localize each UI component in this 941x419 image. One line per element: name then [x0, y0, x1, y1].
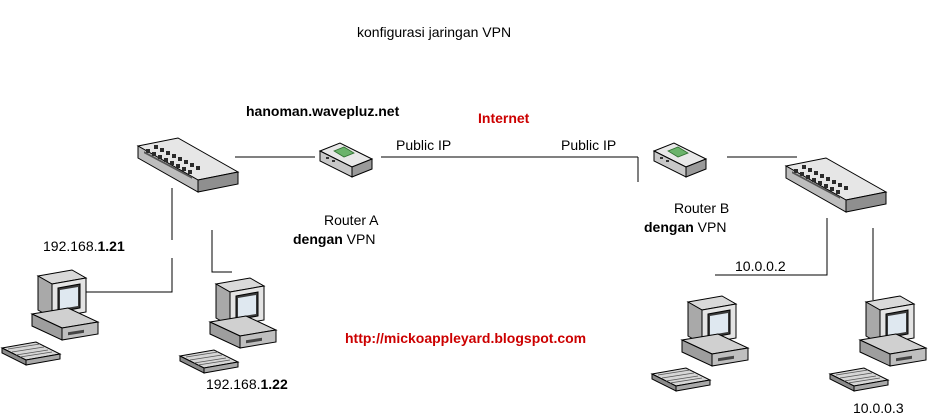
ip-label-pc-b2: 10.0.0.3 [853, 400, 904, 416]
computer-icon [651, 295, 749, 392]
switch-icon [785, 157, 887, 213]
link-switch-a-pc-a2 [211, 230, 232, 273]
router-a-label: Router A [324, 212, 379, 228]
router-b-vpn-label: dengan VPN [644, 219, 727, 235]
router-b-label: Router B [674, 200, 730, 216]
ip-label-pc-b1: 10.0.0.2 [735, 258, 786, 274]
connection-lines [70, 156, 874, 300]
link-switch-b-pc-b1 [715, 218, 828, 276]
ip-label-pc-a2: 192.168.1.22 [206, 376, 288, 392]
host-label: hanoman.wavepluz.net [246, 103, 400, 119]
diagram-title: konfigurasi jaringan VPN [357, 24, 512, 40]
router-icon [319, 142, 373, 178]
internet-label: Internet [478, 110, 530, 126]
public-ip-left-label: Public IP [396, 137, 452, 153]
blog-url-link[interactable]: http://mickoappleyard.blogspot.com [345, 330, 587, 346]
router-a-vpn-label: dengan VPN [293, 231, 376, 247]
ip-label-pc-a1: 192.168.1.21 [43, 238, 125, 254]
computer-icon [1, 269, 99, 366]
computer-icon [179, 277, 277, 374]
link-pc-a1 [70, 258, 173, 293]
switch-icon [137, 137, 239, 193]
router-icon [653, 142, 707, 178]
computer-icon [829, 295, 927, 392]
public-ip-right-label: Public IP [561, 137, 617, 153]
